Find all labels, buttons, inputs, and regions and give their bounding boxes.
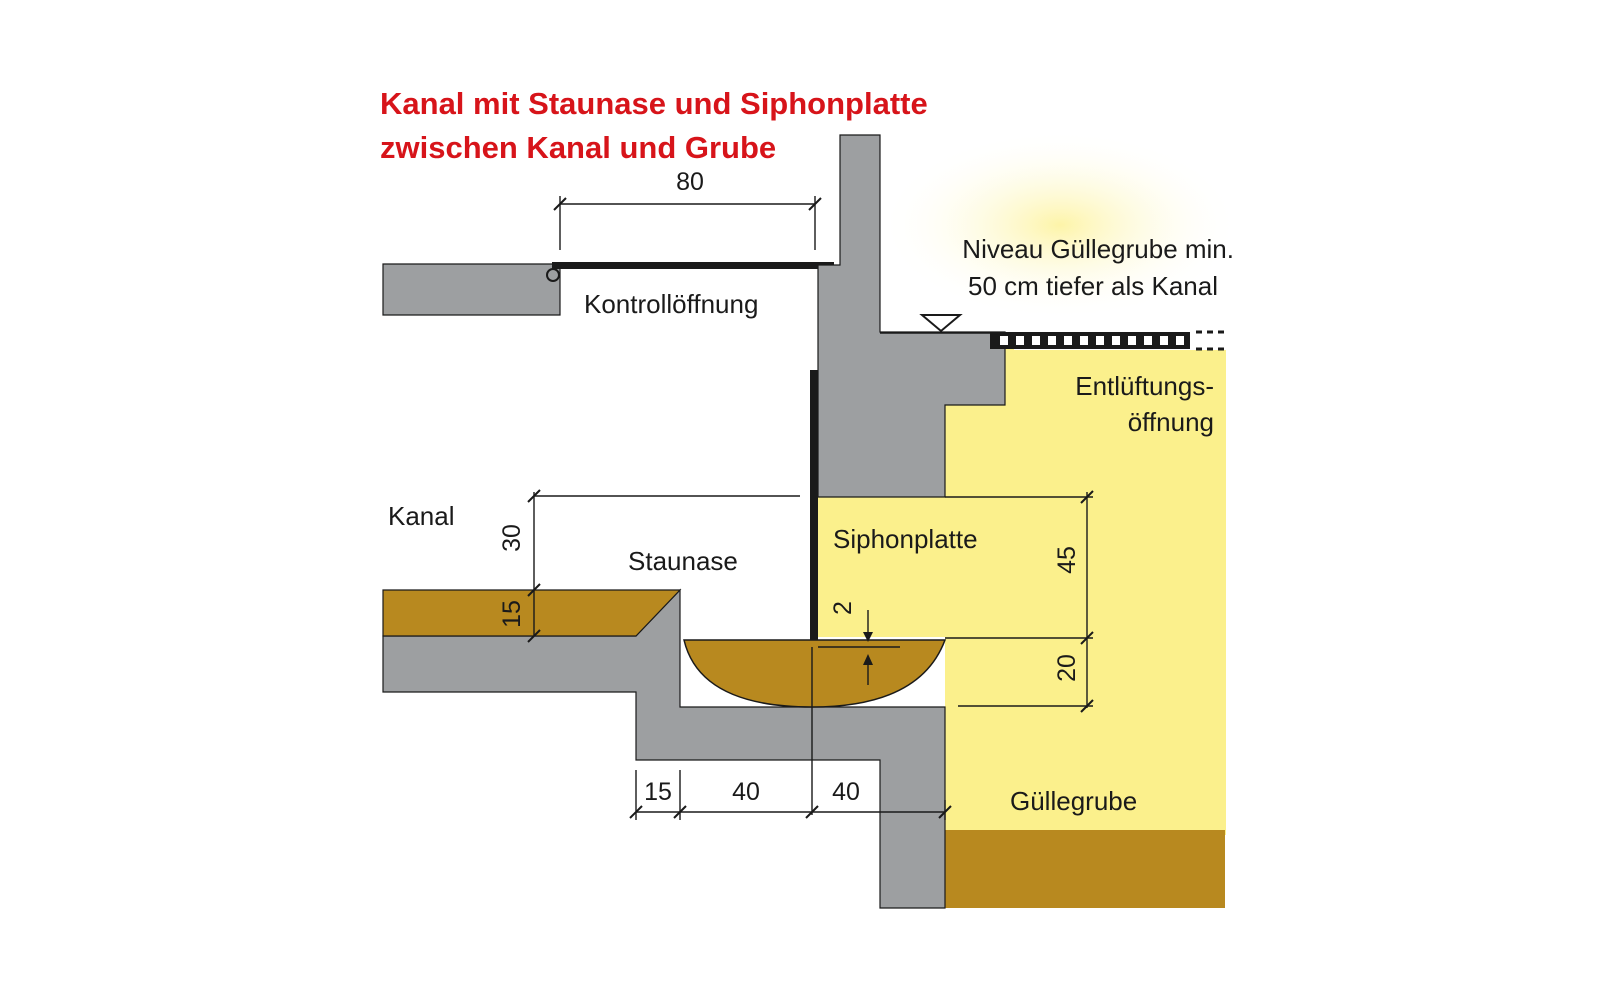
label-niveau-line1: Niveau Güllegrube min. <box>962 234 1234 264</box>
dim-plate-gap: 2 <box>829 601 857 615</box>
label-siphonplatte: Siphonplatte <box>833 524 978 554</box>
diagram-title-line1: Kanal mit Staunase und Siphonplatte <box>380 86 928 121</box>
label-kanal: Kanal <box>388 501 455 531</box>
dim-pit-height-lower: 20 <box>1053 654 1081 682</box>
vent-grate-slots <box>1000 336 1184 345</box>
dim-bottom-c: 40 <box>832 778 860 806</box>
dim-top-width: 80 <box>676 168 704 196</box>
dim-manure-depth: 15 <box>498 600 526 628</box>
label-guellegrube: Güllegrube <box>1010 786 1137 816</box>
pit-fill-siphon <box>818 497 945 637</box>
dimension-lines <box>527 196 1094 820</box>
lid-plate <box>552 262 834 269</box>
trough-manure <box>683 639 947 708</box>
dim-bottom-a: 15 <box>644 778 672 806</box>
label-kontrolloeffnung: Kontrollöffnung <box>584 289 758 319</box>
label-niveau-line2: 50 cm tiefer als Kanal <box>968 271 1218 301</box>
pit-glow <box>880 130 1240 320</box>
dim-bottom-b: 40 <box>732 778 760 806</box>
lid-hinge <box>546 268 560 282</box>
top-slab <box>382 263 561 316</box>
label-staunase: Staunase <box>628 546 738 576</box>
label-entlueftung-line1: Entlüftungs- <box>1075 371 1214 401</box>
channel-floor <box>382 588 946 909</box>
dim-pit-height-upper: 45 <box>1053 546 1081 574</box>
siphon-plate <box>810 370 818 647</box>
diagram-title-line2: zwischen Kanal und Grube <box>380 130 776 165</box>
dim-weir-height: 30 <box>498 524 526 552</box>
pit-manure <box>945 830 1225 908</box>
level-marker-icon <box>919 314 963 333</box>
channel-manure <box>382 589 682 637</box>
wall-concrete <box>817 134 1006 498</box>
label-entlueftung-line2: öffnung <box>1128 407 1214 437</box>
